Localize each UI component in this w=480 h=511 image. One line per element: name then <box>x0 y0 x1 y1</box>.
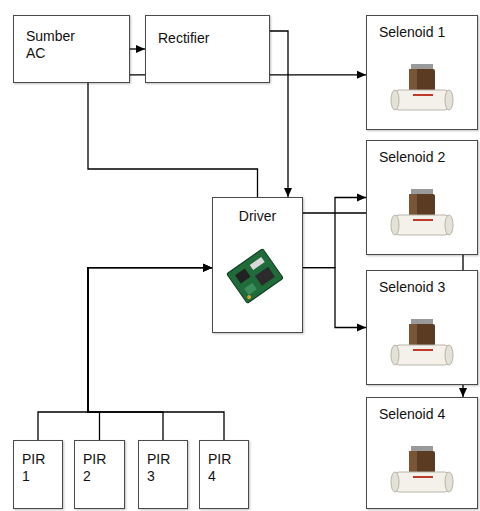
node-label: Selenoid 4 <box>379 406 445 423</box>
node-label: PIR 4 <box>208 451 238 485</box>
connector-arrow <box>88 268 224 440</box>
connector-arrow <box>88 268 212 440</box>
valve-box: Selenoid 2 <box>366 140 478 255</box>
connector-arrow <box>303 268 366 328</box>
process-box: PIR 3 <box>138 440 188 509</box>
connector-arrow <box>88 75 366 197</box>
connector-arrow <box>130 48 145 49</box>
node-label: Rectifier <box>158 30 209 47</box>
process-box: Rectifier <box>145 15 270 83</box>
process-box: PIR 1 <box>13 440 63 509</box>
valve-box: Selenoid 1 <box>366 15 478 130</box>
process-box: Sumber AC <box>13 15 130 83</box>
valve-box: Selenoid 3 <box>366 270 478 385</box>
connector-arrow <box>38 268 212 440</box>
node-label: PIR 1 <box>22 451 52 485</box>
connector-arrow <box>88 268 212 440</box>
node-label: Sumber AC <box>26 28 86 62</box>
node-label: Driver <box>213 208 302 225</box>
process-box: PIR 2 <box>74 440 125 509</box>
node-label: PIR 2 <box>83 451 113 485</box>
solenoid-valve-picture <box>389 442 455 496</box>
process-box: PIR 4 <box>199 440 249 509</box>
driver-box: Driver <box>212 197 303 333</box>
connector-arrow <box>270 31 288 197</box>
valve-box: Selenoid 4 <box>366 397 478 509</box>
node-label: Selenoid 2 <box>379 149 445 166</box>
solenoid-valve-picture <box>389 60 455 114</box>
node-label: PIR 3 <box>147 451 177 485</box>
node-label: Selenoid 3 <box>379 279 445 296</box>
node-label: Selenoid 1 <box>379 24 445 41</box>
driver-board-picture <box>225 246 285 306</box>
connector-arrow <box>303 198 366 268</box>
solenoid-valve-picture <box>389 315 455 369</box>
solenoid-valve-picture <box>389 185 455 239</box>
